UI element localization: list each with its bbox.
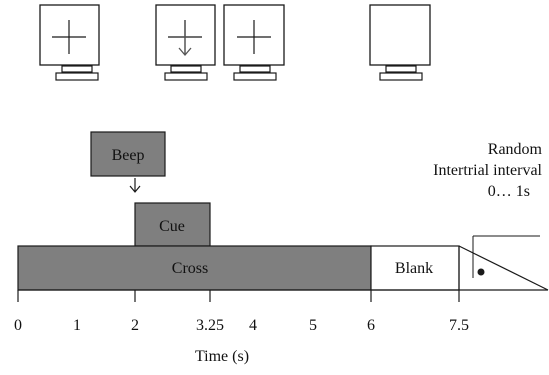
- monitor-base: [55, 72, 99, 81]
- interval-annotation-line1: Random: [488, 141, 543, 158]
- tick-label: 3.25: [196, 317, 224, 334]
- intertrial-interval-wedge: [458, 245, 549, 291]
- monitor-3: [223, 4, 285, 81]
- arrow-down-icon: [178, 36, 192, 56]
- interval-annotation-line3: 0… 1s: [488, 183, 530, 200]
- tick-label: 6: [367, 317, 375, 334]
- interval-dot: [477, 268, 485, 276]
- cue-block: Cue: [134, 202, 211, 247]
- blank-block: Blank: [370, 245, 460, 291]
- fixation-cross-icon: [52, 20, 86, 54]
- monitor-neck: [61, 65, 93, 73]
- tick-label: 2: [131, 317, 139, 334]
- monitor-neck: [385, 65, 417, 73]
- monitor-1: [39, 4, 100, 81]
- cross-label: Cross: [172, 260, 208, 277]
- cross-bar: [17, 245, 372, 291]
- tick-label: 4: [249, 317, 257, 334]
- monitor-neck: [170, 65, 202, 73]
- monitor-neck: [239, 65, 271, 73]
- tick-label: 0: [14, 317, 22, 334]
- tick-label: 1: [73, 317, 81, 334]
- cue-label: Cue: [159, 218, 185, 235]
- beep-arrow-icon: [129, 178, 141, 193]
- beep-block: Beep: [90, 131, 166, 177]
- tick-marks: [17, 290, 460, 302]
- monitor-screen: [369, 4, 431, 66]
- beep-label: Beep: [112, 147, 145, 164]
- blank-label: Blank: [395, 260, 433, 277]
- monitor-base: [233, 72, 277, 81]
- monitor-4: [369, 4, 431, 81]
- monitor-base: [379, 72, 423, 81]
- cross-block: Cross: [17, 245, 372, 291]
- interval-annotation-line2: Intertrial interval: [433, 162, 542, 179]
- monitor-base: [164, 72, 208, 81]
- tick-label: 7.5: [449, 317, 469, 334]
- tick-label: 5: [309, 317, 317, 334]
- beep-bar: [90, 131, 166, 177]
- monitor-2: [155, 4, 216, 81]
- blank-bar: [370, 245, 460, 291]
- axis-title: Time (s): [195, 348, 249, 365]
- interval-leader-line: [472, 235, 540, 278]
- time-axis: 0 1 2 3.25 4 5 6 7.5 Time (s): [14, 289, 548, 365]
- fixation-cross-icon: [237, 20, 271, 54]
